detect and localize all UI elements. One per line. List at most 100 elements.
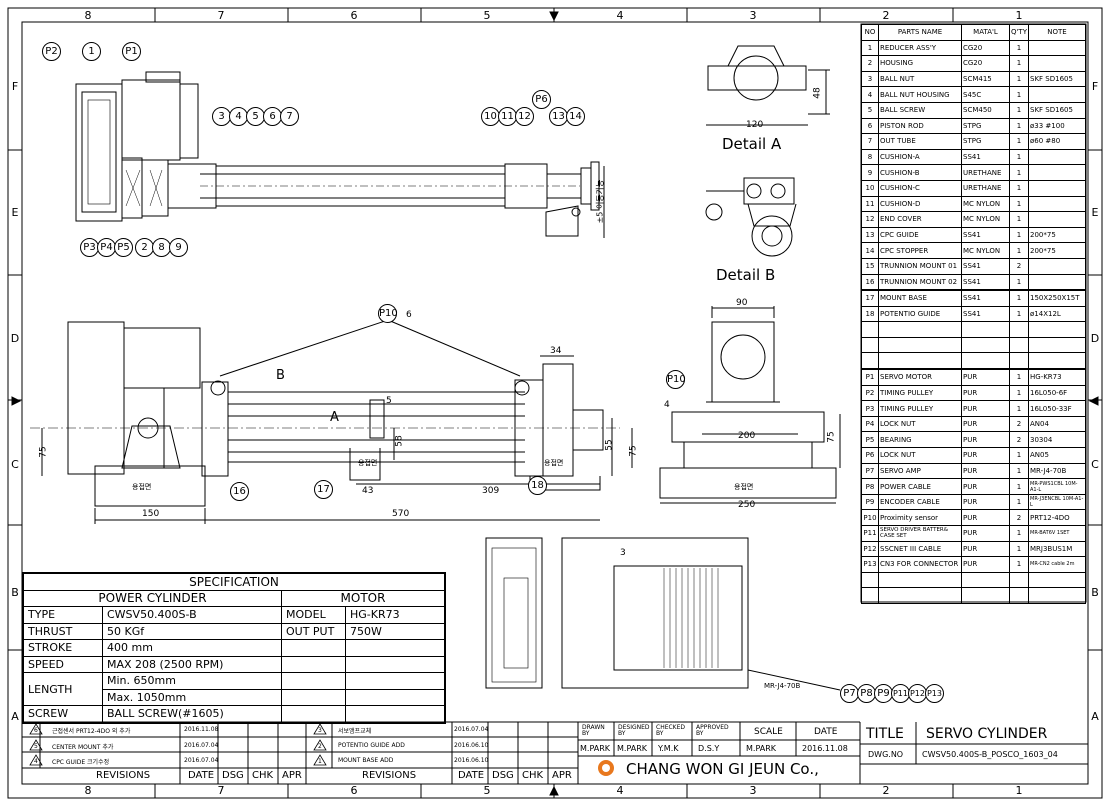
bom-cell: REDUCER ASS'Y xyxy=(878,39,962,57)
view-arrow-a-label: A xyxy=(330,410,339,425)
dim-label: 570 xyxy=(392,509,410,519)
part-balloon: P10 xyxy=(378,304,398,323)
bom-cell xyxy=(1028,39,1086,57)
title-value: SERVO CYLINDER xyxy=(926,726,1048,742)
bom-cell xyxy=(861,571,879,589)
bom-cell xyxy=(1028,179,1086,197)
bom-cell: PUR xyxy=(961,525,1010,542)
bom-cell: HOUSING xyxy=(878,55,962,72)
bom-cell xyxy=(1028,257,1086,275)
bom-cell: PUR xyxy=(961,540,1010,558)
bom-cell: AN05 xyxy=(1028,447,1086,464)
bom-cell: P9 xyxy=(861,493,879,511)
bom-cell xyxy=(1028,336,1086,354)
dim-label: ±5 이동가능 xyxy=(595,179,605,224)
bom-cell xyxy=(861,352,879,370)
bom-cell: 12 xyxy=(861,211,879,228)
bom-cell: 1 xyxy=(1009,195,1029,213)
revisions-footer-label: REVISIONS xyxy=(362,770,417,781)
bom-header-cell: NOTE xyxy=(1028,24,1086,41)
bom-cell: P4 xyxy=(861,415,879,433)
bom-cell: PUR xyxy=(961,415,1010,433)
revisions-footer-label: APR xyxy=(552,770,572,781)
part-balloon: 7 xyxy=(280,107,299,126)
bom-cell: SSCNET III CABLE xyxy=(878,540,962,558)
revision-mark: 1 xyxy=(318,758,322,765)
bom-cell: BEARING xyxy=(878,431,962,449)
bom-cell: BALL SCREW xyxy=(878,101,962,119)
bom-cell: MRJ3BUS1M xyxy=(1028,540,1086,558)
zone-col-label: 7 xyxy=(217,9,225,22)
bom-cell: PISTON ROD xyxy=(878,117,962,135)
dim-label: 55 xyxy=(604,439,615,451)
bom-cell: P5 xyxy=(861,431,879,449)
bom-cell: 1 xyxy=(1009,148,1029,166)
zone-row-label: B xyxy=(1091,586,1099,599)
bom-cell: 1 xyxy=(1009,133,1029,150)
bom-cell: 1 xyxy=(1009,462,1029,480)
spec-key: THRUST xyxy=(23,622,103,640)
bom-cell: TRUNNION MOUNT 01 xyxy=(878,257,962,275)
bom-cell xyxy=(1028,273,1086,291)
bom-cell xyxy=(861,321,879,338)
bom-cell: P13 xyxy=(861,556,879,573)
drawn-by-value: M.PARK xyxy=(580,744,611,753)
revision-mark: 5 xyxy=(34,743,38,750)
revision-triangle-label: 3 xyxy=(620,548,626,558)
revision-date: 2016.06.10 xyxy=(454,742,489,749)
weld-label: 용접면 xyxy=(358,459,378,467)
bom-cell: TIMING PULLEY xyxy=(878,384,962,402)
bom-cell xyxy=(861,587,879,604)
bom-cell: END COVER xyxy=(878,211,962,228)
weld-label: 용접면 xyxy=(734,483,754,491)
bom-cell: SERVO MOTOR xyxy=(878,368,962,386)
bom-cell: 2 xyxy=(1009,415,1029,433)
bom-cell: CPC GUIDE xyxy=(878,226,962,244)
bom-cell: 7 xyxy=(861,133,879,150)
bom-cell: 1 xyxy=(1009,70,1029,88)
zone-row-label: A xyxy=(1091,710,1099,723)
checked-by-label: CHECKED BY xyxy=(656,724,686,737)
bom-cell: 18 xyxy=(861,305,879,323)
bom-cell: PUR xyxy=(961,400,1010,417)
checked-by-value: Y.M.K xyxy=(658,744,679,753)
bom-cell: MC NYLON xyxy=(961,195,1010,213)
bom-cell: 1 xyxy=(1009,368,1029,386)
bom-cell: 16L050-33F xyxy=(1028,400,1086,417)
dim-label: 309 xyxy=(482,486,500,496)
spec-value: MAX 208 (2500 RPM) xyxy=(102,655,282,673)
bom-cell xyxy=(1028,195,1086,213)
zone-col-label: 2 xyxy=(882,9,890,22)
bom-cell xyxy=(1028,211,1086,228)
spec-left-head: POWER CYLINDER xyxy=(23,589,282,607)
bom-header-cell: PARTS NAME xyxy=(878,24,962,41)
dim-label: 34 xyxy=(550,346,562,356)
bom-cell: 15 xyxy=(861,257,879,275)
scale-label: SCALE xyxy=(754,727,783,737)
bom-cell: AN04 xyxy=(1028,415,1086,433)
bom-cell xyxy=(1028,148,1086,166)
bom-cell: 30304 xyxy=(1028,431,1086,449)
bom-cell: 3 xyxy=(861,70,879,88)
bom-cell: P3 xyxy=(861,400,879,417)
date-value: 2016.11.08 xyxy=(802,744,848,753)
bom-cell xyxy=(1028,587,1086,604)
title-label: TITLE xyxy=(866,726,904,742)
bom-cell: MR-PWS1CBL 10M-A1-L xyxy=(1028,478,1086,495)
bom-cell xyxy=(861,336,879,354)
part-balloon: P2 xyxy=(42,42,61,61)
bom-cell: CUSHION-C xyxy=(878,179,962,197)
dim-label: 75 xyxy=(826,431,837,443)
bom-cell: POTENTIO GUIDE xyxy=(878,305,962,323)
bom-cell xyxy=(1009,336,1029,354)
bom-cell: 150X250X15T xyxy=(1028,289,1086,307)
spec-key: SPEED xyxy=(23,655,103,673)
revisions-footer-label: CHK xyxy=(252,770,274,781)
spec-value: CWSV50.400S-B xyxy=(102,606,282,624)
revision-mark: 2 xyxy=(318,743,322,750)
bom-cell: SS41 xyxy=(961,257,1010,275)
drawn-by-label: DRAWN BY xyxy=(582,724,605,737)
